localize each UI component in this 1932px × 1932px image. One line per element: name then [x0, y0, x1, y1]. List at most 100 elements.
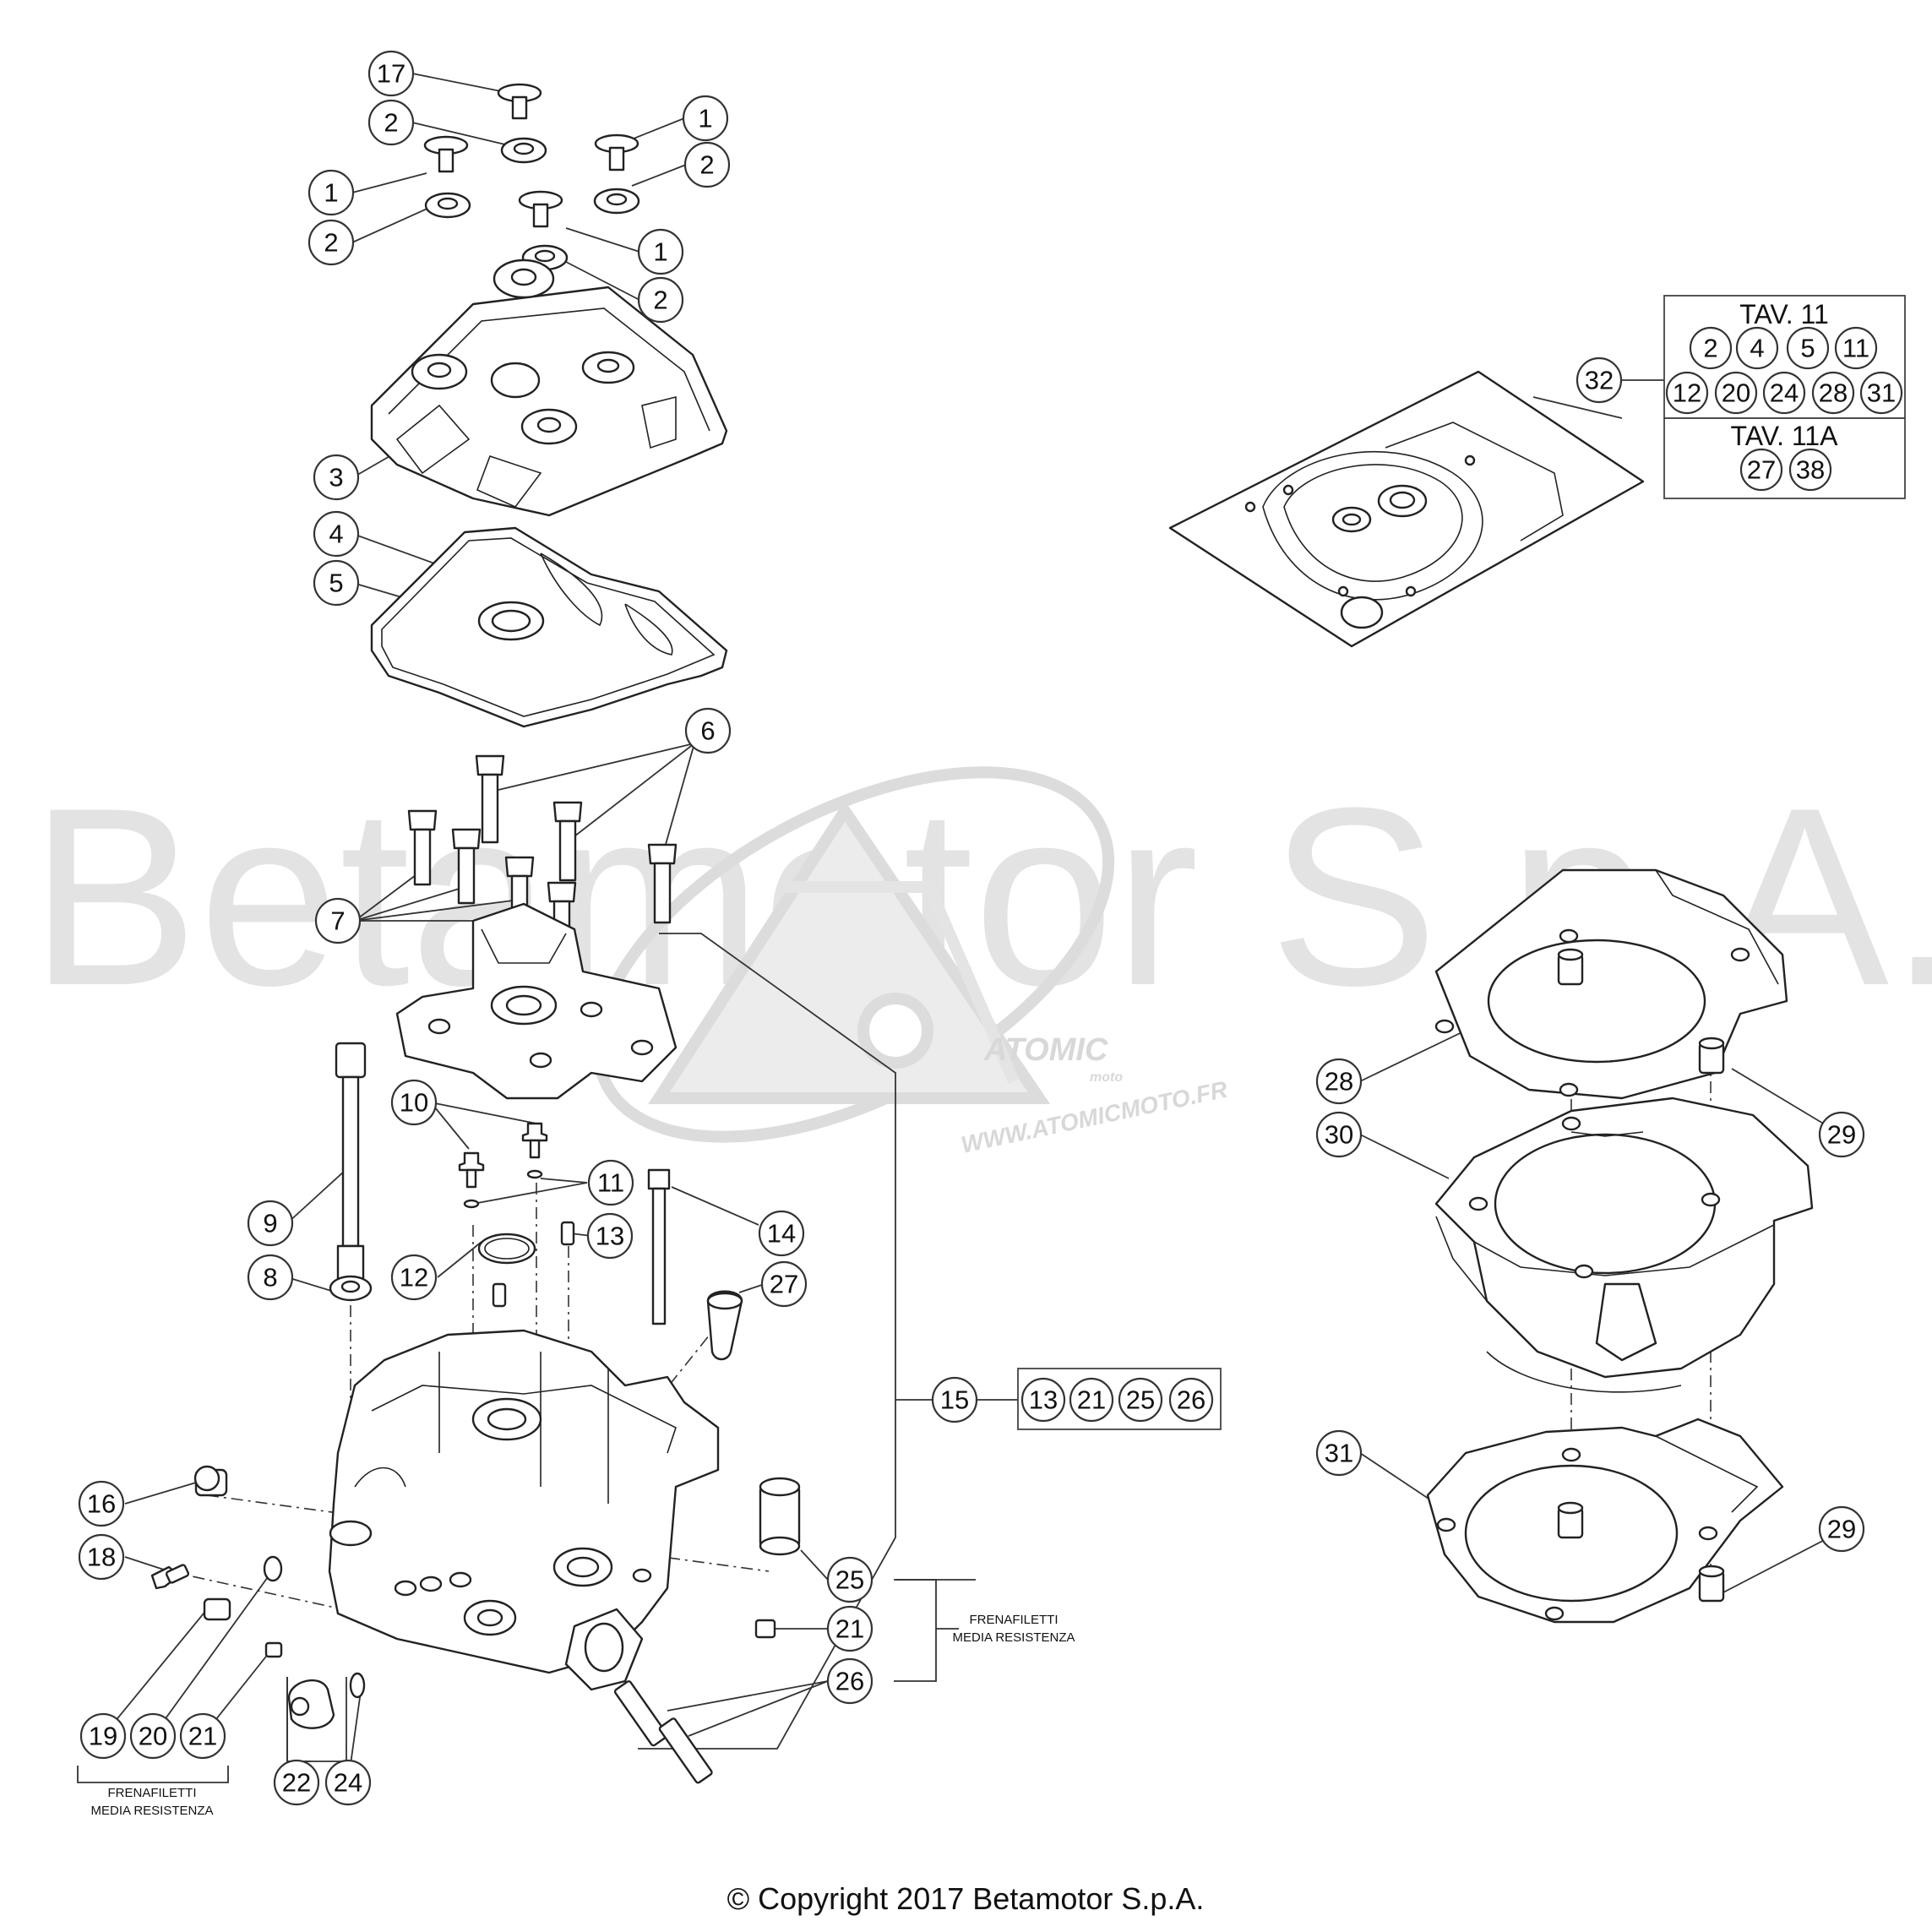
- cylinder-head: [328, 1329, 720, 1691]
- callout-number: 1: [324, 178, 338, 208]
- callout-3: 3: [313, 454, 360, 501]
- svg-text:12: 12: [1673, 378, 1701, 408]
- callout-number: 20: [139, 1722, 167, 1751]
- callout-number: 11: [597, 1168, 624, 1198]
- svg-text:11: 11: [1842, 334, 1869, 363]
- small-parts: [458, 1122, 743, 1361]
- tav11-item: 20: [1714, 371, 1758, 415]
- callout-number: 15: [940, 1385, 969, 1415]
- callout-number: 4: [329, 520, 343, 549]
- svg-text:28: 28: [1819, 378, 1848, 408]
- callout-number: 32: [1585, 366, 1614, 395]
- callout-number: 29: [1827, 1515, 1856, 1544]
- callout-number: 2: [384, 108, 398, 138]
- svg-text:FRENAFILETTI: FRENAFILETTI: [107, 1786, 196, 1800]
- callout-number: 22: [282, 1768, 311, 1798]
- tav11-item: 12: [1665, 371, 1709, 415]
- callout-11: 11: [587, 1159, 634, 1206]
- logo-sub-text: moto: [1090, 1070, 1123, 1085]
- copyright: © Copyright 2017 Betamotor S.p.A.: [727, 1881, 1205, 1916]
- svg-text:13: 13: [1029, 1385, 1058, 1415]
- callout-19: 19: [79, 1712, 127, 1760]
- left-fittings: [150, 1465, 366, 1762]
- svg-text:FRENAFILETTI: FRENAFILETTI: [969, 1613, 1058, 1627]
- valve-cover: [370, 259, 728, 517]
- atomic-logo: [591, 766, 1115, 1143]
- callout-number: 16: [87, 1489, 116, 1519]
- threadlock-note-right: FRENAFILETTI MEDIA RESISTENZA: [952, 1613, 1075, 1645]
- callout-number: 31: [1325, 1439, 1353, 1468]
- tav11-item: 28: [1811, 371, 1855, 415]
- callout-number: 24: [334, 1768, 362, 1798]
- callout-24: 24: [324, 1759, 372, 1806]
- callout-28: 28: [1315, 1058, 1363, 1105]
- tav11-item: 31: [1859, 371, 1903, 415]
- svg-text:MEDIA RESISTENZA: MEDIA RESISTENZA: [952, 1630, 1075, 1645]
- callout-number: 10: [400, 1088, 428, 1118]
- callout-number: 9: [263, 1209, 277, 1238]
- callout-number: 27: [770, 1270, 798, 1299]
- callout-22: 22: [273, 1759, 320, 1806]
- callout-number: 5: [329, 569, 343, 598]
- tav11-item: 4: [1735, 326, 1779, 370]
- callout-number: 19: [89, 1722, 117, 1751]
- callout-number: 17: [377, 59, 405, 89]
- svg-text:25: 25: [1126, 1385, 1155, 1415]
- callout-9: 9: [247, 1200, 294, 1247]
- callout-25: 25: [826, 1556, 873, 1603]
- callout-17: 17: [367, 50, 415, 97]
- callout-27: 27: [760, 1260, 808, 1308]
- callout-16: 16: [78, 1480, 125, 1527]
- dowel-top: [1698, 1037, 1725, 1075]
- callout-1: 1: [637, 228, 684, 275]
- tav11-item: 11: [1834, 326, 1878, 370]
- callout-number: 14: [767, 1219, 796, 1249]
- callout-number: 1: [653, 237, 667, 267]
- callout-1: 1: [307, 169, 355, 216]
- svg-text:27: 27: [1747, 455, 1776, 485]
- callout-32: 32: [1576, 356, 1623, 404]
- kit-15-box: 13 21 25 26: [1017, 1368, 1222, 1430]
- valve-cover-gasket: [370, 526, 728, 728]
- head-gasket: [1434, 868, 1788, 1100]
- callout-20: 20: [129, 1712, 177, 1760]
- tav-reference-box: TAV. 11 2 4 5 11 12 20 24 28 31 TAV. 11A…: [1663, 295, 1906, 499]
- kit-15-item: 26: [1168, 1377, 1214, 1423]
- callout-number: 6: [700, 716, 715, 746]
- svg-text:5: 5: [1800, 334, 1815, 363]
- kit-15-item: 25: [1118, 1377, 1163, 1423]
- callout-21: 21: [826, 1605, 873, 1652]
- tav11a-item: 38: [1788, 448, 1832, 492]
- tav11a-item: 27: [1739, 448, 1783, 492]
- base-gasket: [1426, 1418, 1784, 1624]
- svg-text:31: 31: [1867, 378, 1896, 408]
- callout-2: 2: [683, 141, 731, 188]
- tav11-item: 24: [1762, 371, 1806, 415]
- svg-text:26: 26: [1177, 1385, 1205, 1415]
- callout-21: 21: [179, 1712, 226, 1760]
- callout-12: 12: [390, 1254, 438, 1301]
- kit-15-item: 13: [1020, 1377, 1066, 1423]
- callout-number: 2: [324, 228, 338, 258]
- callout-1: 1: [682, 95, 729, 142]
- tav11-title: TAV. 11: [1739, 299, 1829, 329]
- callout-6: 6: [684, 707, 732, 754]
- callout-number: 12: [400, 1263, 428, 1293]
- callout-number: 13: [596, 1222, 624, 1251]
- callout-2: 2: [307, 219, 355, 266]
- camshaft-cap: [395, 902, 678, 1100]
- valve-cover-washers: [424, 137, 640, 271]
- callout-number: 2: [699, 150, 714, 180]
- callout-number: 18: [87, 1543, 116, 1572]
- svg-text:4: 4: [1750, 334, 1764, 363]
- cylinder: [1434, 1097, 1814, 1393]
- svg-text:MEDIA RESISTENZA: MEDIA RESISTENZA: [90, 1804, 213, 1818]
- callout-15: 15: [931, 1376, 978, 1423]
- head-fittings: [613, 1477, 801, 1784]
- callout-8: 8: [247, 1254, 294, 1301]
- svg-text:21: 21: [1077, 1385, 1106, 1415]
- callout-7: 7: [314, 897, 362, 944]
- svg-text:24: 24: [1770, 378, 1799, 408]
